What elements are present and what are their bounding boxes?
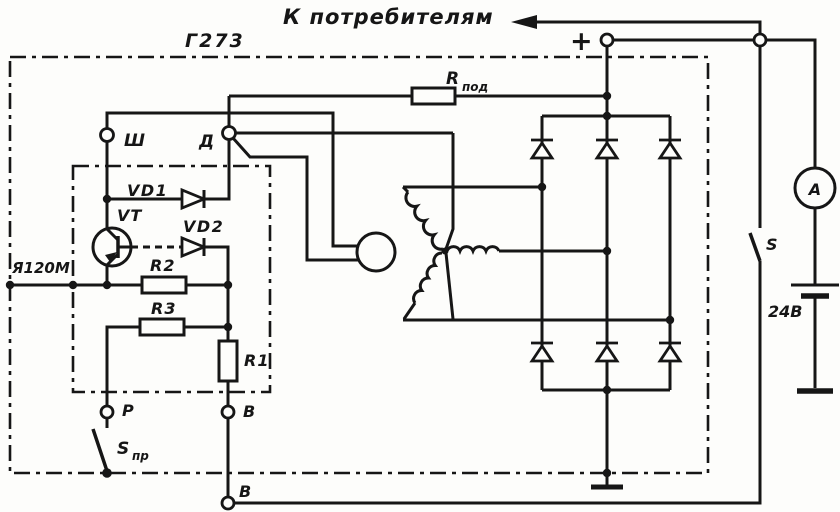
ammeter-label: А [807,180,821,199]
diode-vd2 [180,235,208,259]
to-consumers-label: К потребителям [283,5,494,29]
rectifier-diode [594,138,620,160]
resistor-rpod-body [410,86,457,106]
vd2-label: VD2 [183,217,224,236]
terminal-d [221,125,237,141]
resistor-r1-body [217,339,239,383]
plus-label: + [570,26,593,57]
diode-vd1 [180,187,208,211]
rectifier-diode [529,341,555,363]
rpod-label: R [446,69,459,89]
spr-sub-label: пр [132,449,149,463]
terminal-sh [99,127,115,143]
r2-label: R2 [150,256,175,275]
terminal-d-label: Д [198,132,214,152]
terminals [99,32,768,511]
bridge-rectifier [529,138,683,363]
vd1-label: VD1 [127,181,168,200]
switch-s-label: S [766,235,778,254]
terminal-v-upper [220,404,236,420]
rotor-field-winding [355,231,397,273]
r3-label: R3 [151,299,176,318]
terminal-sh-label: Ш [124,131,145,151]
resistor-r2-body [140,275,188,295]
consumers-arrow-icon [511,15,537,29]
generator-housing-frame [8,55,710,475]
labels: К потребителям Г273 + R под Ш Д VD1 VT V… [11,5,821,501]
terminal-v-upper-label: В [243,402,255,421]
battery-voltage-label: 24В [768,302,802,321]
rpod-sub-label: под [462,80,488,94]
terminal-v-lower [220,495,236,511]
rectifier-diode [529,138,555,160]
terminal-p [99,404,115,420]
rectifier-diode [657,138,683,160]
battery [791,283,839,394]
spr-label: S [117,439,129,459]
regulator-housing-frame [71,164,272,394]
generator-model-label: Г273 [185,30,245,52]
resistor-r3-body [138,317,186,337]
terminal-v-lower-label: В [239,482,251,501]
terminal-node [752,32,768,48]
terminal-p-label: Р [122,401,134,420]
rectifier-diode [594,341,620,363]
r1-label: R1 [244,351,269,370]
vt-label: VT [117,206,142,225]
terminal-plus [599,32,615,48]
regulator-model-label: Я120М [11,259,70,277]
stator-winding [401,185,501,320]
emitter-arrow-icon [105,252,117,262]
ammeter [793,166,837,210]
junction-dots [5,91,675,478]
rectifier-diode [657,341,683,363]
resistors [138,86,457,383]
